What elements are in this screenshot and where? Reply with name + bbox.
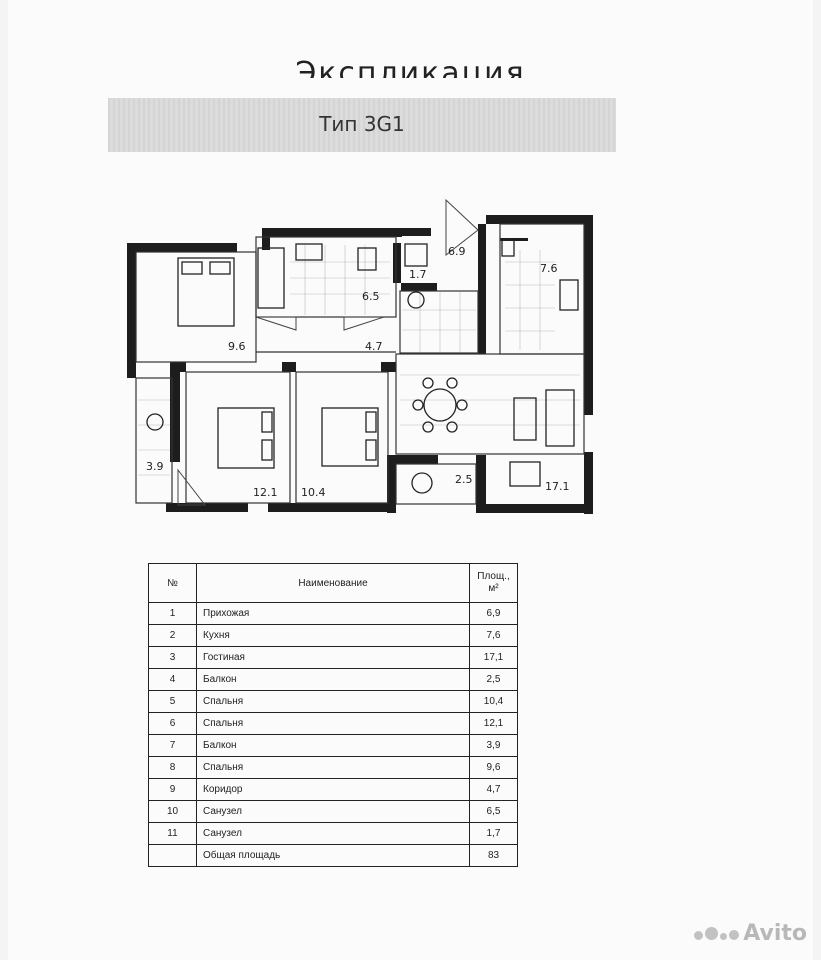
room-area-label: 4.7 bbox=[365, 340, 383, 353]
row-number: 6 bbox=[148, 712, 197, 735]
page-title: Экспликация bbox=[295, 56, 526, 78]
row-number: 5 bbox=[148, 690, 197, 713]
door-swings bbox=[177, 198, 479, 506]
row-name: Санузел bbox=[196, 822, 470, 845]
room-area-label: 9.6 bbox=[228, 340, 246, 353]
watermark-text: Avito bbox=[743, 921, 807, 946]
row-number: 8 bbox=[148, 756, 197, 779]
apartment-type-banner: Тип 3G1 bbox=[108, 98, 616, 152]
apartment-type-label: Тип 3G1 bbox=[319, 112, 405, 136]
row-number: 4 bbox=[148, 668, 197, 691]
row-name: Гостиная bbox=[196, 646, 470, 669]
room-area-label: 3.9 bbox=[146, 460, 164, 473]
row-name: Балкон bbox=[196, 668, 470, 691]
room-area-label: 6.9 bbox=[448, 245, 466, 258]
table-header-row: № Наименование Площ., м² bbox=[148, 563, 518, 603]
header-area-line1: Площ., bbox=[477, 571, 510, 582]
room-area-label: 12.1 bbox=[253, 486, 278, 499]
header-area: Площ., м² bbox=[469, 563, 518, 603]
row-number bbox=[148, 844, 197, 867]
header-number: № bbox=[148, 563, 197, 603]
row-area: 83 bbox=[469, 844, 518, 867]
avito-logo-icon bbox=[694, 927, 740, 940]
row-name: Балкон bbox=[196, 734, 470, 757]
row-name: Прихожая bbox=[196, 602, 470, 625]
row-number: 10 bbox=[148, 800, 197, 823]
row-name: Коридор bbox=[196, 778, 470, 801]
room-area-label: 7.6 bbox=[540, 262, 558, 275]
row-area: 6,5 bbox=[469, 800, 518, 823]
row-area: 10,4 bbox=[469, 690, 518, 713]
header-area-line2: м² bbox=[488, 583, 499, 594]
room-area-label: 6.5 bbox=[362, 290, 380, 303]
row-name: Спальня bbox=[196, 712, 470, 735]
row-number: 9 bbox=[148, 778, 197, 801]
room-area-label: 1.7 bbox=[409, 268, 427, 281]
room-area-labels: 6.9 1.7 6.5 7.6 9.6 4.7 3.9 12.1 10.4 2.… bbox=[146, 245, 570, 499]
row-area: 2,5 bbox=[469, 668, 518, 691]
row-area: 3,9 bbox=[469, 734, 518, 757]
room-area-label: 17.1 bbox=[545, 480, 570, 493]
row-name: Санузел bbox=[196, 800, 470, 823]
plan-walls bbox=[127, 215, 593, 514]
row-area: 4,7 bbox=[469, 778, 518, 801]
room-area-label: 10.4 bbox=[301, 486, 326, 499]
room-area-label: 2.5 bbox=[455, 473, 473, 486]
row-name: Кухня bbox=[196, 624, 470, 647]
plan-partitions bbox=[135, 223, 585, 505]
row-number: 11 bbox=[148, 822, 197, 845]
header-name: Наименование bbox=[196, 563, 470, 603]
row-area: 6,9 bbox=[469, 602, 518, 625]
row-name: Спальня bbox=[196, 690, 470, 713]
tile-grid bbox=[138, 245, 580, 476]
row-number: 3 bbox=[148, 646, 197, 669]
row-area: 12,1 bbox=[469, 712, 518, 735]
row-number: 2 bbox=[148, 624, 197, 647]
row-area: 1,7 bbox=[469, 822, 518, 845]
row-number: 1 bbox=[148, 602, 197, 625]
row-name: Общая площадь bbox=[196, 844, 470, 867]
row-name: Спальня bbox=[196, 756, 470, 779]
row-area: 9,6 bbox=[469, 756, 518, 779]
row-area: 7,6 bbox=[469, 624, 518, 647]
avito-watermark: Avito bbox=[694, 921, 807, 946]
plan-furniture bbox=[146, 239, 579, 494]
row-area: 17,1 bbox=[469, 646, 518, 669]
row-number: 7 bbox=[148, 734, 197, 757]
